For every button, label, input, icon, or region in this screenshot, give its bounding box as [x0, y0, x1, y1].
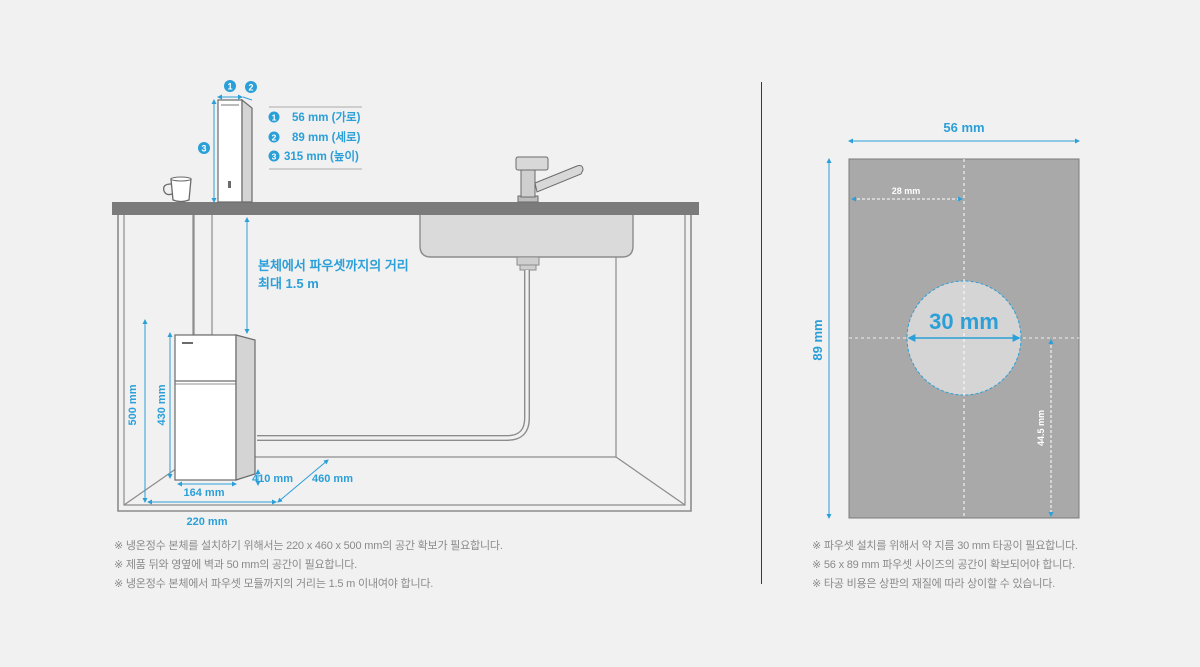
half-height-label: 44.5 mm [1036, 410, 1046, 446]
sink-basin [419, 214, 634, 271]
svg-text:1: 1 [272, 113, 277, 123]
faucet-module [217, 98, 253, 203]
marker-3: 3 [201, 144, 206, 154]
cup-icon [163, 176, 192, 203]
dim-500-label: 500 mm [127, 384, 139, 425]
dim-410-label: 410 mm [252, 473, 293, 485]
right-note-2: ※ 56 x 89 mm 파우셋 사이즈의 공간이 확보되어야 합니다. [812, 559, 1076, 571]
section-divider [761, 82, 762, 584]
spec-list: 1 56 mm (가로) 2 89 mm (세로) 3 315 mm (높이) [268, 110, 361, 163]
half-width-label: 28 mm [892, 186, 921, 196]
right-note-3: ※ 타공 비용은 상판의 재질에 따라 상이할 수 있습니다. [812, 578, 1056, 590]
spec-height: 315 mm (높이) [284, 149, 359, 163]
dim-430-label: 430 mm [156, 384, 168, 425]
marker-1: 1 [227, 82, 232, 92]
right-note-1: ※ 파우셋 설치를 위해서 약 지름 30 mm 타공이 필요합니다. [812, 540, 1078, 552]
hole-diameter-label: 30 mm [929, 309, 999, 334]
marker-2: 2 [248, 83, 253, 93]
svg-text:3: 3 [272, 152, 277, 162]
dim-164-label: 164 mm [184, 487, 225, 499]
left-note-1: ※ 냉온정수 본체를 설치하기 위해서는 220 x 460 x 500 mm의… [114, 540, 503, 552]
plate-width-label: 56 mm [943, 120, 984, 135]
kitchen-faucet-icon [515, 156, 584, 203]
left-note-3: ※ 냉온정수 본체에서 파우셋 모듈까지의 거리는 1.5 m 이내여야 합니다… [114, 578, 434, 590]
dimension-lines [142, 94, 362, 505]
plate-height-label: 89 mm [810, 319, 825, 360]
distance-max-label: 최대 1.5 m [258, 276, 319, 291]
spec-markers: 1 2 3 [198, 80, 257, 154]
spec-width: 56 mm (가로) [292, 110, 361, 124]
cutout-dimension-lines [826, 138, 1080, 519]
countertop [112, 202, 699, 215]
dim-460-label: 460 mm [312, 473, 353, 485]
distance-label: 본체에서 파우셋까지의 거리 [258, 258, 409, 273]
dim-220-label: 220 mm [187, 516, 228, 528]
svg-text:2: 2 [272, 133, 277, 143]
water-purifier-body [174, 334, 256, 481]
water-hose [193, 203, 530, 441]
spec-depth: 89 mm (세로) [292, 130, 361, 144]
left-note-2: ※ 제품 뒤와 영옆에 벽과 50 mm의 공간이 필요합니다. [114, 559, 358, 571]
